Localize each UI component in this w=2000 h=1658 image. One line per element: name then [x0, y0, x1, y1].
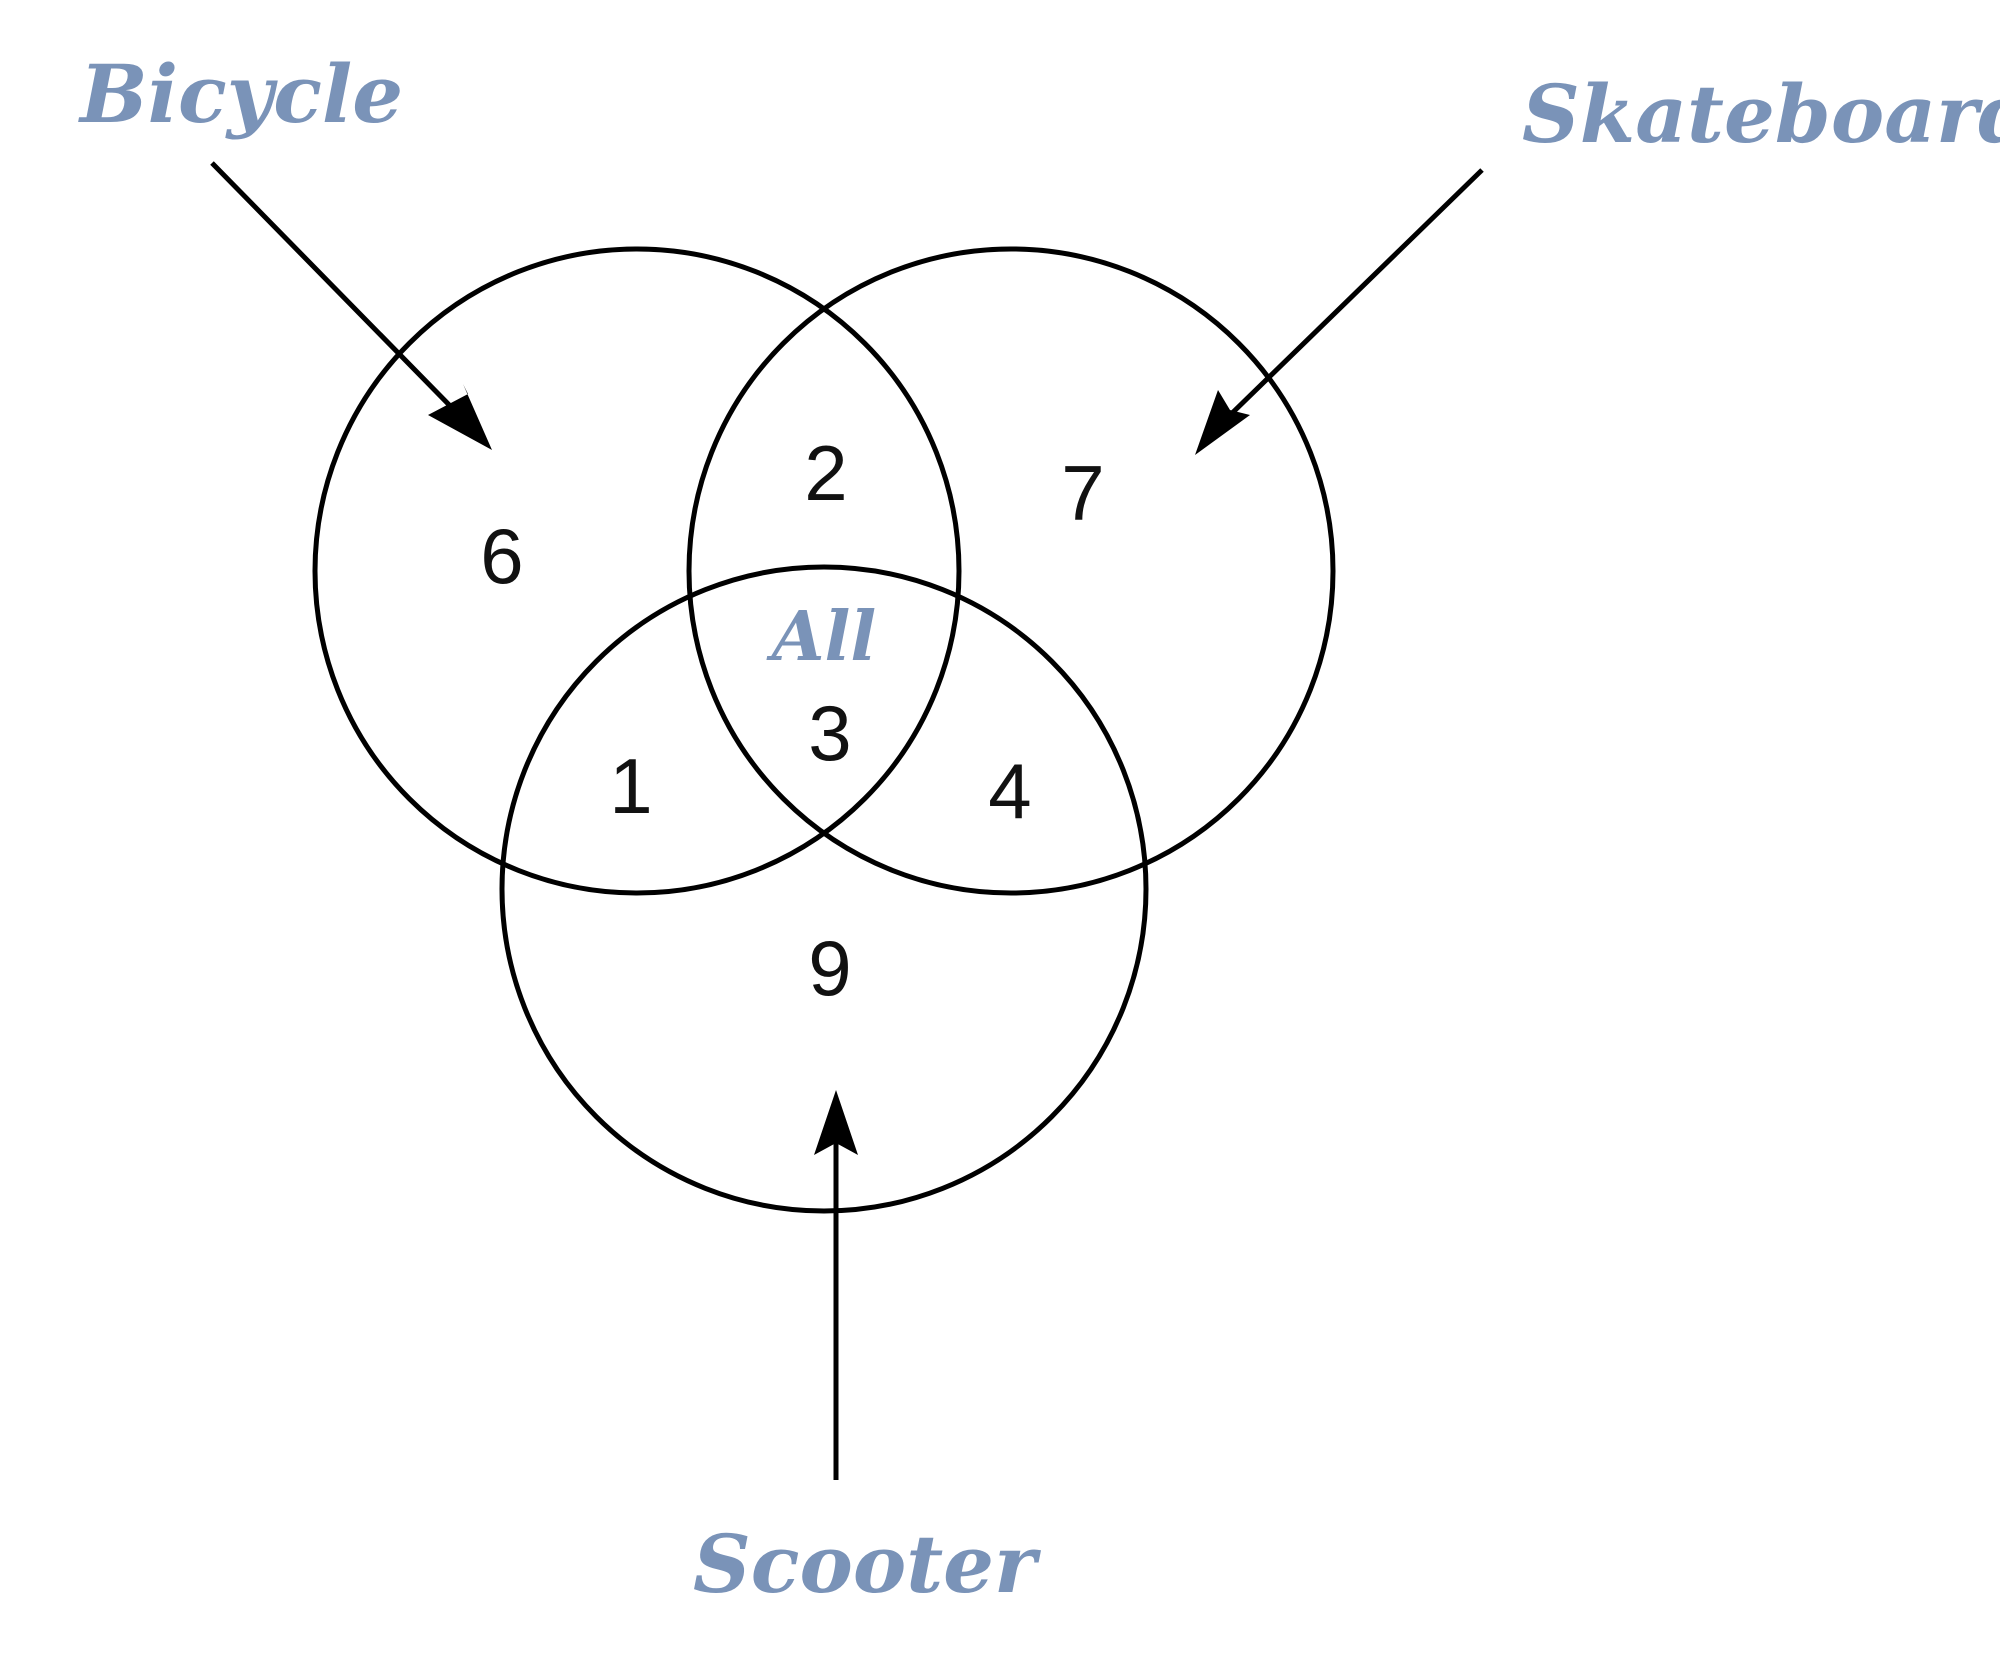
- scooter-only-count: 9: [808, 924, 851, 1012]
- bicycle-arrowhead: [428, 384, 492, 450]
- skateboard-arrowhead: [1195, 390, 1250, 455]
- bicycle-scooter-count: 1: [609, 742, 652, 830]
- bicycle-label: Bicycle: [78, 47, 403, 141]
- bicycle-arrow: [210, 161, 492, 450]
- scooter-label: Scooter: [693, 1517, 1041, 1611]
- all-label: All: [766, 597, 876, 677]
- skateboard-arrow: [1195, 168, 1484, 455]
- scooter-arrowhead: [814, 1090, 858, 1155]
- skateboard-label: Skateboard: [1522, 67, 2000, 161]
- bicycle-circle: [312, 246, 962, 896]
- all-count: 3: [808, 689, 851, 777]
- bicycle-only-count: 6: [480, 512, 523, 600]
- skateboard-circle: [686, 246, 1336, 896]
- skateboard-scooter-count: 4: [988, 747, 1031, 835]
- scooter-arrow: [814, 1090, 858, 1480]
- skateboard-only-count: 7: [1061, 449, 1104, 537]
- scooter-circle: [499, 564, 1149, 1214]
- bicycle-skateboard-count: 2: [804, 429, 847, 517]
